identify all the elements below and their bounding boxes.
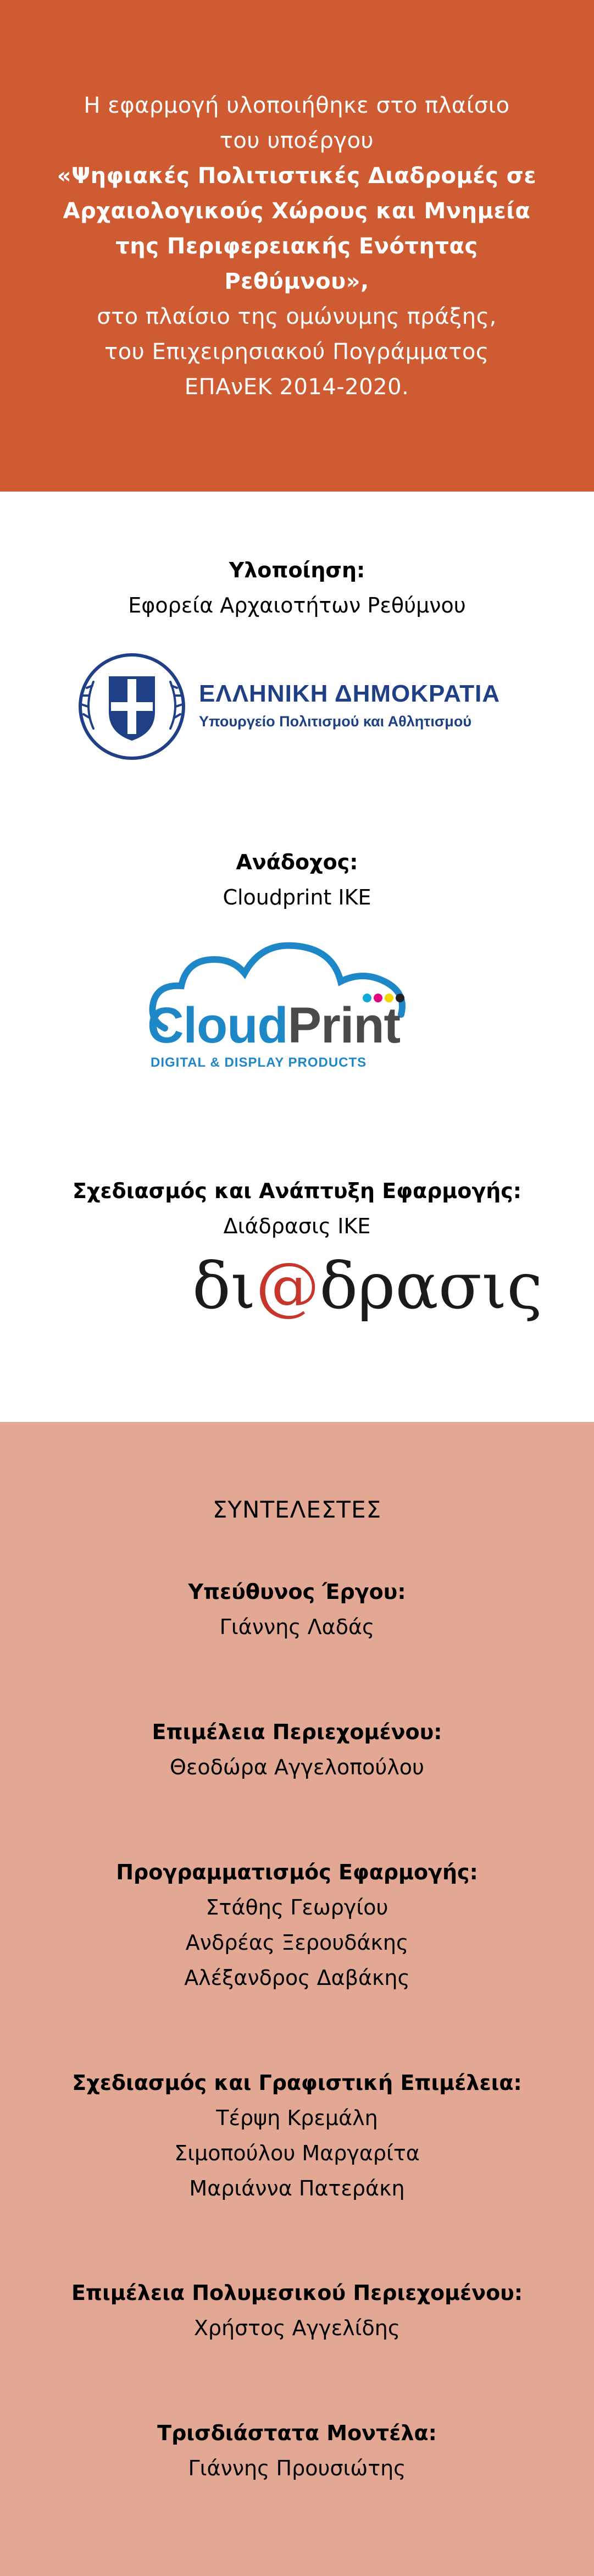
diadrasis-logo: δι@δρασις bbox=[192, 1248, 542, 1331]
implementation-value: Εφορεία Αρχαιοτήτων Ρεθύμνου bbox=[128, 593, 466, 617]
credit-role: Προγραμματισμός Εφαρμογής: bbox=[116, 1860, 478, 1884]
credit-person: Στάθης Γεωργίου bbox=[206, 1895, 388, 1919]
intro-text: Η εφαρμογή υλοποιήθηκε στο πλαίσιο του υ… bbox=[49, 88, 544, 405]
credit-role: Επιμέλεια Πολυμεσικού Περιεχομένου: bbox=[71, 2281, 523, 2305]
intro-line: Αρχαιολογικούς Χώρους και Μνημεία bbox=[63, 198, 531, 224]
greek-emblem-icon bbox=[79, 653, 185, 760]
credit-person: Γιάννης Προυσιώτης bbox=[188, 2456, 406, 2480]
credit-group: Επιμέλεια Πολυμεσικού Περιεχομένου: Χρήσ… bbox=[0, 2275, 594, 2346]
intro-banner: Η εφαρμογή υλοποιήθηκε στο πλαίσιο του υ… bbox=[0, 0, 594, 492]
implementation-heading: Υλοποίηση: bbox=[229, 558, 365, 582]
implementation-block: Υλοποίηση: Εφορεία Αρχαιοτήτων Ρεθύμνου bbox=[0, 553, 594, 623]
credit-person: Μαριάννα Πατεράκη bbox=[189, 2176, 405, 2200]
gov-logo-subtitle: Υπουργείο Πολιτισμού και Αθλητισμού bbox=[199, 713, 472, 730]
credit-person: Σιμοπούλου Μαργαρίτα bbox=[174, 2141, 420, 2165]
intro-line: στο πλαίσιο της ομώνυμης πράξης, bbox=[97, 304, 497, 329]
diadrasis-wordmark: δι@δρασις bbox=[192, 1248, 542, 1325]
credit-group: Σχεδιασμός και Γραφιστική Επιμέλεια: Τέρ… bbox=[0, 2065, 594, 2206]
contractor-value: Cloudprint IKE bbox=[223, 885, 371, 909]
cloudprint-word-print: Print bbox=[287, 997, 401, 1053]
credit-group: Επιμέλεια Περιεχομένου: Θεοδώρα Αγγελοπο… bbox=[0, 1714, 594, 1785]
intro-line: της Περιφερειακής Ενότητας bbox=[115, 234, 478, 259]
credit-group: Υπεύθυνος Έργου: Γιάννης Λαδάς bbox=[0, 1574, 594, 1645]
intro-line: ΕΠΑνΕΚ 2014-2020. bbox=[184, 374, 409, 400]
intro-line: Ρεθύμνου», bbox=[224, 269, 369, 294]
credit-person: Γιάννης Λαδάς bbox=[219, 1615, 375, 1639]
design-heading: Σχεδιασμός και Ανάπτυξη Εφαρμογής: bbox=[72, 1179, 522, 1203]
credit-person: Τέρψη Κρεμάλη bbox=[216, 2106, 378, 2130]
credit-person: Χρήστος Αγγελίδης bbox=[193, 2316, 401, 2340]
cloudprint-word-cloud: Cloud bbox=[147, 997, 288, 1053]
cloudprint-wordmark: CloudPrint bbox=[147, 997, 401, 1053]
intro-line: Η εφαρμογή υλοποιήθηκε στο πλαίσιο bbox=[84, 93, 510, 118]
cloudprint-tagline: DIGITAL & DISPLAY PRODUCTS bbox=[151, 1055, 367, 1070]
cloudprint-logo: CloudPrint DIGITAL & DISPLAY PRODUCTS bbox=[143, 937, 451, 1075]
credit-group: Τρισδιάστατα Μοντέλα: Γιάννης Προυσιώτης bbox=[0, 2415, 594, 2486]
diadrasis-text-b: δρασις bbox=[319, 1249, 543, 1323]
partners-section bbox=[0, 492, 594, 1422]
credits-title-block: ΣΥΝΤΕΛΕΣΤΕΣ bbox=[0, 1492, 594, 1527]
credit-role: Σχεδιασμός και Γραφιστική Επιμέλεια: bbox=[72, 2071, 522, 2095]
intro-line: «Ψηφιακές Πολιτιστικές Διαδρομές σε bbox=[57, 163, 537, 189]
credit-group: Προγραμματισμός Εφαρμογής: Στάθης Γεωργί… bbox=[0, 1855, 594, 1995]
contractor-heading: Ανάδοχος: bbox=[236, 850, 358, 874]
diadrasis-at-icon: @ bbox=[256, 1249, 320, 1323]
contractor-block: Ανάδοχος: Cloudprint IKE bbox=[0, 845, 594, 915]
greek-government-logo: ΕΛΛΗΝΙΚΗ ΔΗΜΟΚΡΑΤΙΑ Υπουργείο Πολιτισμού… bbox=[77, 652, 522, 762]
credit-person: Θεοδώρα Αγγελοπούλου bbox=[169, 1755, 425, 1779]
intro-line: του Επιχειρησιακού Πογράμματος bbox=[104, 339, 489, 365]
credit-role: Υπεύθυνος Έργου: bbox=[188, 1580, 406, 1604]
design-value: Διάδρασις ΙΚΕ bbox=[223, 1214, 371, 1238]
cloud-shape-icon bbox=[149, 942, 406, 1031]
credit-role: Τρισδιάστατα Μοντέλα: bbox=[157, 2421, 437, 2445]
intro-line: του υποέργου bbox=[219, 128, 374, 153]
credit-person: Ανδρέας Ξερουδάκης bbox=[185, 1930, 409, 1955]
credit-role: Επιμέλεια Περιεχομένου: bbox=[152, 1720, 442, 1744]
credits-title: ΣΥΝΤΕΛΕΣΤΕΣ bbox=[212, 1496, 382, 1523]
design-block: Σχεδιασμός και Ανάπτυξη Εφαρμογής: Διάδρ… bbox=[0, 1173, 594, 1244]
diadrasis-text-a: δι bbox=[192, 1249, 256, 1323]
credits-section bbox=[0, 1422, 594, 2576]
gov-logo-title: ΕΛΛΗΝΙΚΗ ΔΗΜΟΚΡΑΤΙΑ bbox=[199, 680, 501, 707]
credit-person: Αλέξανδρος Δαβάκης bbox=[184, 1966, 410, 1990]
